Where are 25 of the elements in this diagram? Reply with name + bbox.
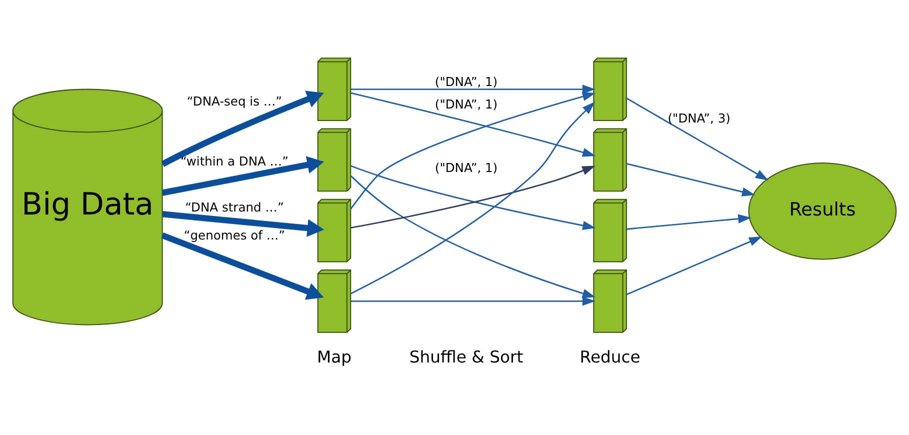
edge-label: “DNA-seq is …” [186, 94, 282, 108]
arrow [161, 232, 324, 300]
edge-label: “within a DNA …” [180, 154, 288, 169]
label: Shuffle & Sort [409, 347, 524, 366]
edge-label: ("DNA”, 1) [434, 97, 498, 112]
arrow [350, 102, 596, 294]
arrow [350, 92, 596, 157]
arrow [626, 236, 762, 296]
arrow [626, 98, 769, 181]
edge-label: “DNA strand …” [185, 200, 284, 215]
arrow [626, 163, 756, 196]
label: Map [316, 347, 352, 366]
arrow [162, 211, 324, 237]
edge-label: ("DNA”, 1) [434, 74, 498, 89]
arrow [350, 296, 596, 306]
edge-label: ("DNA”, 3) [668, 112, 730, 126]
arrow [162, 156, 324, 196]
arrow [350, 176, 596, 298]
arrow [350, 92, 596, 210]
label: Reduce [580, 347, 640, 366]
arrow [161, 90, 324, 167]
edge-label: “genomes of …” [184, 228, 285, 242]
arrow [350, 84, 596, 94]
edge-label: ("DNA”, 1) [434, 160, 498, 175]
arrow [626, 214, 752, 230]
